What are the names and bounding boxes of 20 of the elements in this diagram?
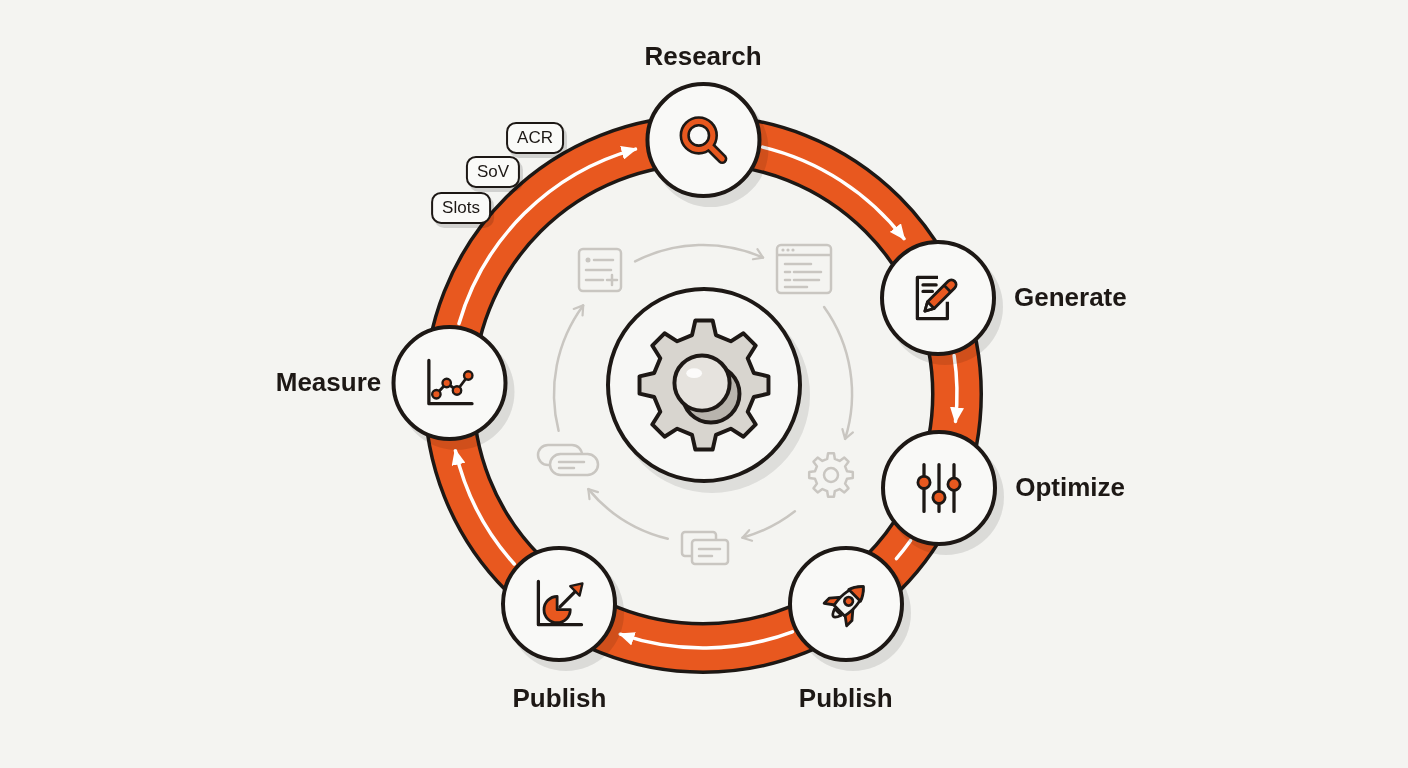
cycle-arrow — [949, 353, 964, 424]
stage-label: Publish — [512, 683, 607, 714]
stage-label: Optimize — [1015, 472, 1125, 503]
cycle-arrow — [452, 448, 516, 566]
flow-arrow — [822, 305, 854, 441]
metric-tag: SoV — [465, 155, 521, 189]
connector-line — [894, 538, 913, 561]
stage-label: Measure — [275, 367, 382, 398]
metric-tag: ACR — [506, 121, 564, 155]
stage-label: Publish — [798, 684, 893, 714]
cycle-arrow — [618, 630, 795, 650]
flow-arrow — [587, 487, 670, 541]
cycle-arrow — [760, 145, 906, 241]
stage-label: Generate — [1014, 282, 1127, 313]
flow-arrow — [633, 243, 765, 263]
stage-label: Research — [644, 42, 762, 72]
flow-arrow — [741, 510, 797, 542]
metric-tag: Slots — [431, 191, 491, 225]
flow-arrow — [552, 304, 585, 432]
cycle-arrow — [457, 147, 638, 326]
